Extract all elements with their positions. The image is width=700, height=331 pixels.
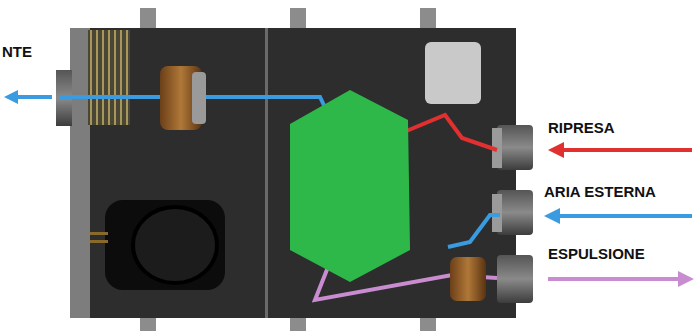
port-label: NTE xyxy=(2,44,32,61)
port-label: RIPRESA xyxy=(548,120,615,137)
port-label: ARIA ESTERNA xyxy=(544,184,656,201)
port-label: ESPULSIONE xyxy=(548,246,645,263)
